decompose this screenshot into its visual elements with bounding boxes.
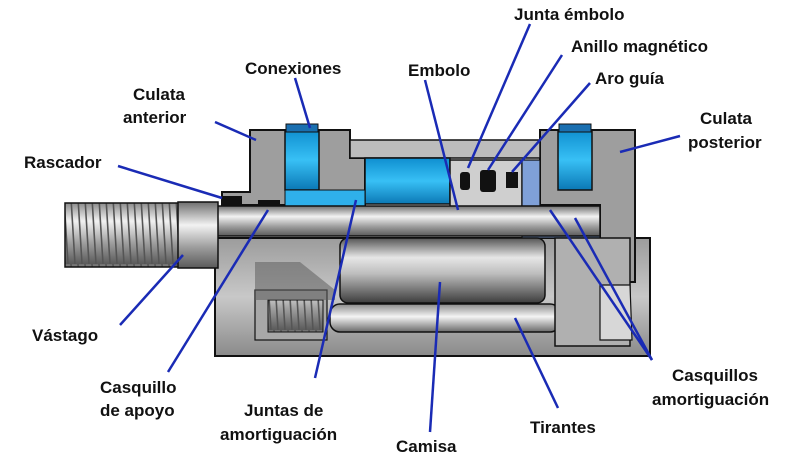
magnetic-ring [480, 170, 496, 192]
leader-lines [117, 23, 681, 433]
labels: Junta émbolo Anillo magnético Conexiones… [24, 5, 769, 456]
front-cushion [284, 189, 366, 207]
rear-port [557, 129, 593, 191]
leader-embolo [423, 79, 460, 211]
label-camisa: Camisa [396, 437, 457, 456]
label-culata-posterior-line1: Culata [700, 109, 753, 128]
cylinder-body [64, 123, 651, 357]
label-tirantes: Tirantes [530, 418, 596, 437]
rear-port-cap [558, 123, 592, 133]
label-culata-anterior-line1: Culata [133, 85, 186, 104]
front-port-cap [285, 123, 319, 133]
leader-casquillos-amortiguacion-a [548, 209, 654, 361]
label-anillo-magnetico: Anillo magnético [571, 37, 708, 56]
bearing-bush [258, 200, 280, 210]
label-vastago: Vástago [32, 326, 98, 345]
leader-culata-anterior [214, 120, 257, 142]
piston-rod [179, 205, 601, 237]
label-juntas-amortiguacion-line1: Juntas de [244, 401, 323, 420]
label-junta-embolo: Junta émbolo [514, 5, 625, 24]
tube [339, 237, 546, 304]
guide-ring [506, 172, 518, 188]
air-chamber [364, 157, 451, 205]
label-casquillo-apoyo-line2: de apoyo [100, 401, 175, 420]
leader-tirantes [513, 317, 560, 409]
leader-casquillo-apoyo [166, 209, 270, 373]
front-nut-thread [267, 299, 324, 333]
label-casquillos-amortiguacion-line2: amortiguación [652, 390, 769, 409]
leader-juntas-amortiguacion [313, 199, 358, 379]
label-conexiones: Conexiones [245, 59, 341, 78]
label-culata-posterior-line2: posterior [688, 133, 762, 152]
leader-vastago [119, 254, 184, 326]
leader-culata-posterior [619, 134, 681, 154]
label-casquillos-amortiguacion-line1: Casquillos [672, 366, 758, 385]
threaded-rod-end [64, 202, 184, 268]
leader-conexiones [293, 77, 312, 129]
leader-aro-guia [511, 82, 591, 173]
piston-seal [460, 172, 470, 190]
leader-rascador [117, 164, 223, 200]
rod-collar [177, 201, 219, 269]
leader-camisa [428, 281, 442, 433]
wiper-seal [222, 196, 242, 208]
label-juntas-amortiguacion-line2: amortiguación [220, 425, 337, 444]
label-embolo: Embolo [408, 61, 470, 80]
leader-junta-embolo [466, 23, 532, 169]
rear-nut [599, 284, 633, 341]
label-casquillo-apoyo-line1: Casquillo [100, 378, 177, 397]
leader-casquillos-amortiguacion-b [573, 217, 654, 361]
front-port [284, 129, 320, 191]
label-culata-anterior-line2: anterior [123, 108, 187, 127]
front-lower-shadow [255, 262, 335, 300]
tie-rod [329, 303, 561, 333]
label-aro-guia: Aro guía [595, 69, 664, 88]
label-rascador: Rascador [24, 153, 102, 172]
leader-anillo-magnetico [486, 54, 564, 171]
